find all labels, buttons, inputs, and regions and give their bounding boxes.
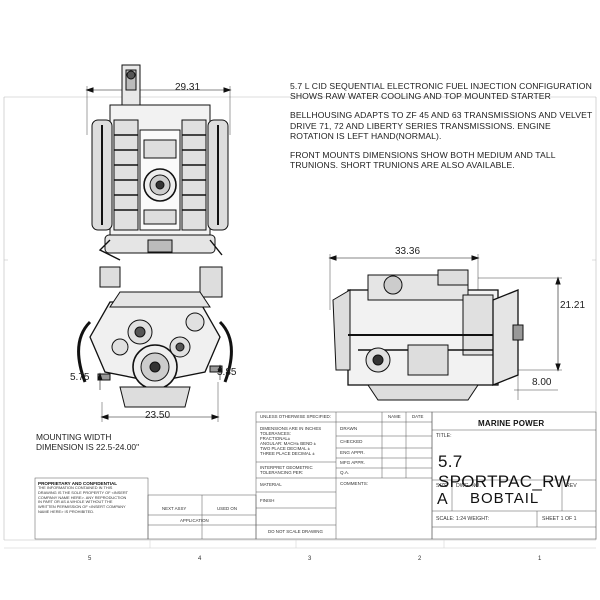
next-assy-label: NEXT ASSY	[162, 506, 187, 511]
tolerance-line: ANGULAR: MACH± BEND ±	[260, 441, 317, 446]
company-name: MARINE POWER	[478, 419, 545, 428]
used-on-label: USED ON	[217, 506, 238, 511]
row-drawn: DRAWN	[340, 426, 358, 431]
proprietary-body: THE INFORMATION CONTAINED IN THIS DRAWIN…	[38, 485, 128, 514]
size-label: SIZE	[436, 483, 448, 489]
do-not-scale: DO NOT SCALE DRAWING	[268, 529, 323, 534]
rev-label: REV	[566, 483, 577, 489]
note-1: 5.7 L CID SEQUENTIAL ELECTRONIC FUEL INJ…	[290, 81, 592, 102]
dim-width-front: 23.50	[145, 410, 171, 421]
row-checked: CHECKED	[340, 439, 363, 444]
dim-width-top: 29.31	[175, 82, 201, 93]
engine-side-view	[328, 254, 562, 401]
dim-length-side: 33.36	[395, 246, 421, 257]
title-label: TITLE:	[436, 433, 452, 439]
dim-mount-right: 3.85	[217, 367, 237, 378]
size-value: A	[437, 491, 448, 508]
tolerance-line: THREE PLACE DECIMAL ±	[260, 451, 315, 456]
tolerance-line: TOLERANCES:	[260, 431, 291, 436]
row-eng-appr: ENG APPR.	[340, 450, 365, 455]
dwg-no-value: BOBTAIL	[470, 490, 540, 507]
unless-specified: UNLESS OTHERWISE SPECIFIED:	[260, 414, 331, 419]
row-mfg-appr: MFG APPR.	[340, 460, 366, 465]
general-notes: 5.7 L CID SEQUENTIAL ELECTRONIC FUEL INJ…	[290, 81, 595, 179]
note-3: FRONT MOUNTS DIMENSIONS SHOW BOTH MEDIUM…	[290, 150, 556, 171]
scale-weight: SCALE: 1:24 WEIGHT:	[436, 516, 490, 522]
engine-front-view	[77, 266, 233, 422]
row-comments: COMMENTS:	[340, 481, 369, 486]
col-name: NAME	[388, 414, 401, 419]
finish-label: FINISH	[260, 498, 275, 503]
tolerance-line: FRACTIONAL±	[260, 436, 291, 441]
sheet-number: SHEET 1 OF 1	[542, 516, 577, 522]
proprietary-notice: PROPRIETARY AND CONFIDENTIAL THE INFORMA…	[38, 481, 130, 515]
zone-label: 1	[538, 556, 542, 562]
zone-label: 3	[308, 556, 312, 562]
dim-height-side: 21.21	[560, 300, 586, 311]
proprietary-title: PROPRIETARY AND CONFIDENTIAL	[38, 481, 118, 486]
dim-crank-side: 8.00	[532, 377, 552, 388]
engine-top-view	[85, 64, 232, 261]
zone-label: 2	[418, 556, 422, 562]
col-date: DATE	[412, 414, 424, 419]
tolerance-line: DIMENSIONS ARE IN INCHES	[260, 426, 322, 431]
row-qa: Q.A.	[340, 470, 350, 475]
zone-label: 4	[198, 556, 202, 562]
interpret-tolerancing: INTERPRET GEOMETRIC TOLERANCING PER:	[260, 465, 313, 475]
note-2: BELLHOUSING ADAPTS TO ZF 45 AND 63 TRANS…	[290, 110, 593, 141]
mounting-width-note: MOUNTING WIDTH DIMENSION IS 22.5-24.00"	[36, 432, 140, 452]
drawing-title: 5.7 SPORTPAC_RW	[438, 452, 571, 491]
tolerance-list: DIMENSIONS ARE IN INCHES TOLERANCES: FRA…	[260, 426, 321, 456]
material-label: MATERIAL	[260, 482, 282, 487]
dwg-no-label: DWG. NO.	[456, 483, 481, 489]
tolerance-line: TWO PLACE DECIMAL ±	[260, 446, 311, 451]
application-label: APPLICATION	[180, 518, 209, 523]
zone-label: 5	[88, 556, 92, 562]
dim-mount-left: 5.75	[70, 372, 90, 383]
